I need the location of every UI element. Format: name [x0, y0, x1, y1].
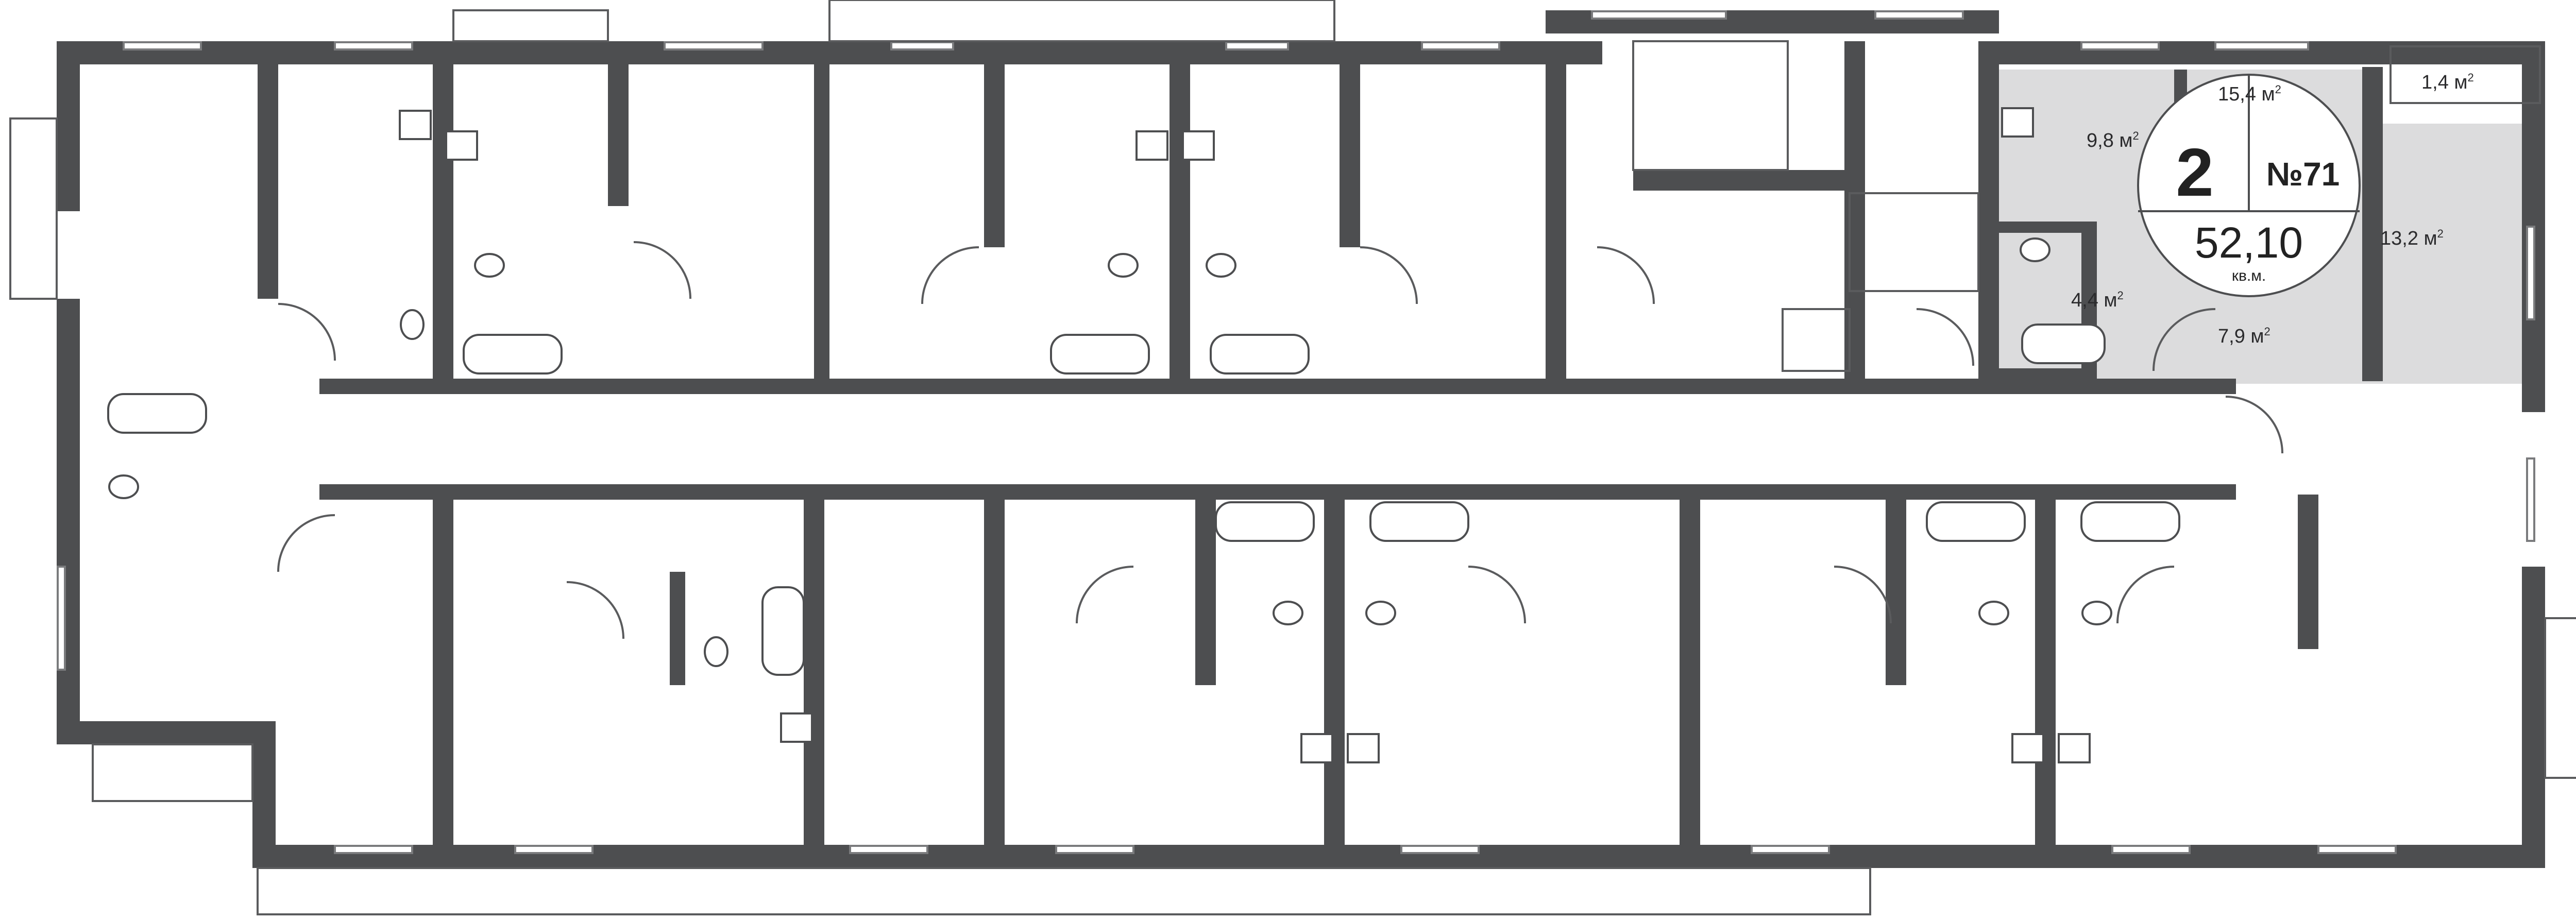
room-area-labels: 15,4 м2 1,4 м2 9,8 м2 13,2 м2 4,4 м2 7,9…: [2071, 71, 2474, 347]
room-area-label: 15,4 м2: [2218, 83, 2281, 105]
apartment-area-unit: кв.м.: [2232, 267, 2266, 284]
stairwell: [1632, 40, 1979, 372]
interior-walls-bottom: [433, 495, 2318, 855]
interior-walls-top: [258, 41, 2383, 381]
windows: [57, 10, 2535, 854]
room-area-label: 13,2 м2: [2380, 227, 2444, 249]
room-area-label: 4,4 м2: [2071, 289, 2124, 311]
apartment-rooms: 2: [2176, 134, 2213, 210]
apartment-area: 52,10: [2195, 218, 2303, 267]
room-area-label: 1,4 м2: [2421, 71, 2474, 93]
room-area-label: 9,8 м2: [2087, 129, 2139, 151]
fixtures: [107, 107, 2180, 763]
room-area-label: 7,9 м2: [2218, 325, 2270, 347]
apartment-number: №71: [2266, 156, 2340, 193]
balconies: [9, 0, 2576, 915]
corridor-walls: [319, 379, 2236, 500]
doors: [277, 241, 2283, 639]
apartment-badge[interactable]: 2 №71 52,10 кв.м.: [2137, 74, 2361, 297]
